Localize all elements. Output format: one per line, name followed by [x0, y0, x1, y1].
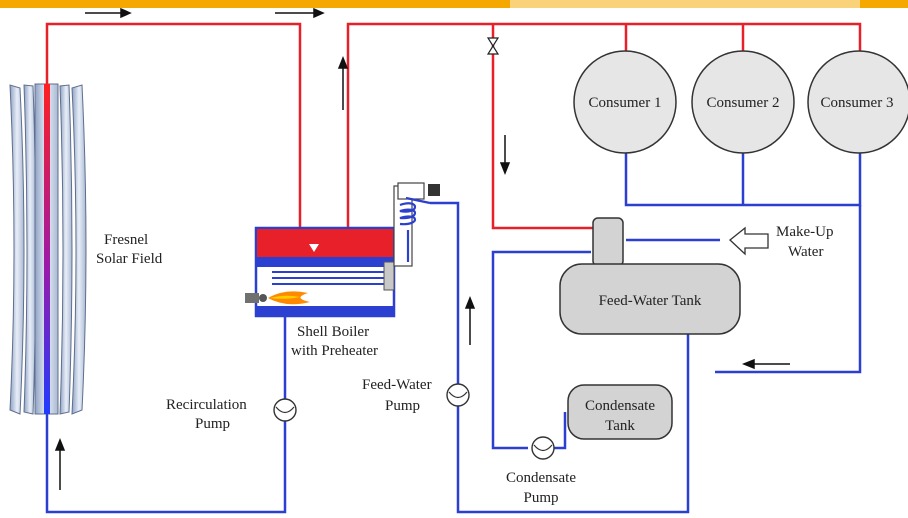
boiler-label-line1: Shell Boiler [297, 324, 369, 340]
solar-field-label-line1: Fresnel [104, 232, 148, 248]
consumer-1-label: Consumer 1 [589, 95, 662, 111]
header-bar [0, 0, 908, 8]
feed-water-pump-label-line1: Feed-Water [362, 377, 432, 393]
make-up-water-arrow-icon [729, 226, 769, 256]
flow-arrows-top [85, 7, 325, 19]
hot-pipes [45, 22, 862, 230]
condensate-tank-label-line1: Condensate [585, 398, 655, 414]
feed-water-tank-label: Feed-Water Tank [599, 293, 702, 309]
make-up-water-label-line1: Make-Up [776, 224, 833, 240]
preheater [393, 182, 440, 267]
condensate-pump-icon [531, 436, 555, 460]
recirculation-pump-icon [273, 398, 297, 422]
cold-pipes [45, 150, 862, 514]
feed-water-pump-icon [446, 383, 470, 407]
consumer-3-label: Consumer 3 [821, 95, 894, 111]
valve-icon [486, 37, 500, 55]
consumer-circles [573, 50, 908, 154]
shell-boiler [245, 226, 396, 318]
make-up-water-label-line2: Water [788, 244, 823, 260]
solar-field-label-line2: Solar Field [96, 251, 163, 267]
condensate-pump-label-line2: Pump [523, 490, 558, 506]
fresnel-solar-field [9, 83, 87, 415]
condensate-tank [567, 384, 673, 440]
condensate-tank-label-line2: Tank [605, 418, 635, 434]
feed-water-tank [559, 217, 741, 335]
consumer-2-label: Consumer 2 [707, 95, 780, 111]
recirculation-pump-label-line2: Pump [195, 416, 230, 432]
boiler-label-line2: with Preheater [291, 343, 378, 359]
feed-water-pump-label-line2: Pump [385, 398, 420, 414]
flow-arrows [54, 55, 790, 490]
recirculation-pump-label-line1: Recirculation [166, 397, 247, 413]
condensate-pump-label-line1: Condensate [506, 470, 576, 486]
